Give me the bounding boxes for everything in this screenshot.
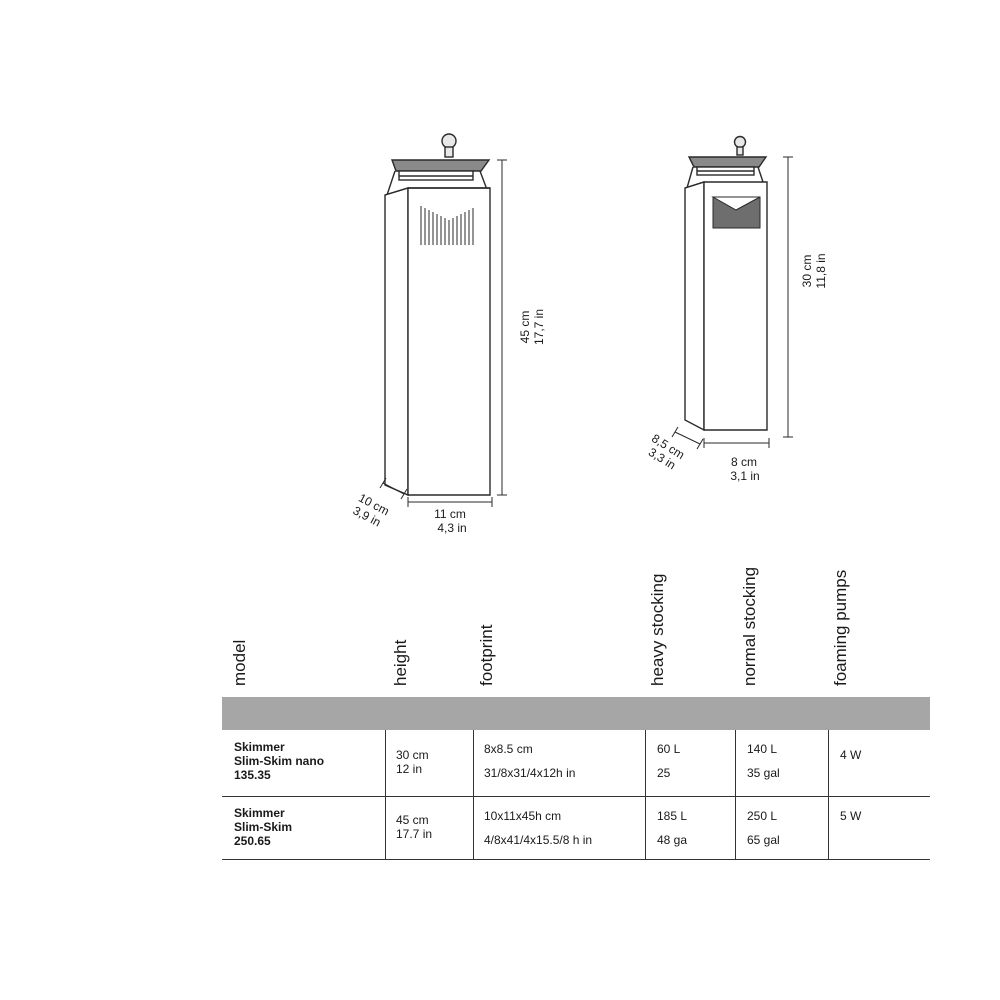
row2-footprint: 10x11x45h cm 4/8x41/4x15.5/8 h in <box>484 809 593 847</box>
table-header-band <box>222 697 930 730</box>
small-width-in-label: 3,1 in <box>730 469 759 483</box>
header-normal-stocking: normal stocking <box>740 566 759 686</box>
row1-height: 30 cm 12 in <box>396 748 429 776</box>
header-footprint: footprint <box>477 624 496 686</box>
large-width-in-label: 4,3 in <box>437 521 466 535</box>
row1-footprint: 8x8.5 cm 31/8x31/4x12h in <box>484 742 576 780</box>
column-divider <box>473 730 474 860</box>
column-divider <box>645 730 646 860</box>
small-height-in-label: 11,8 in <box>814 253 828 288</box>
row1-foaming-pumps: 4 W <box>840 748 862 762</box>
small-skimmer-illustration <box>684 135 768 432</box>
row2-height: 45 cm 17.7 in <box>396 813 433 841</box>
large-height-cm-label: 45 cm <box>518 311 532 344</box>
large-height-in-label: 17,7 in <box>532 309 546 345</box>
row2-normal-stocking: 250 L 65 gal <box>747 809 780 847</box>
row1-normal-stocking: 140 L 35 gal <box>747 742 780 780</box>
header-foaming-pumps: foaming pumps <box>831 569 850 686</box>
large-height-dimension-line <box>497 159 507 496</box>
row1-model: Skimmer Slim-Skim nano 135.35 <box>234 740 325 782</box>
small-width-cm-label: 8 cm <box>731 455 757 469</box>
product-dimension-drawing: 45 cm 17,7 in 11 cm 4,3 in 10 cm 3,9 in <box>351 133 828 535</box>
small-width-dimension-line <box>703 438 770 448</box>
large-width-dimension-line <box>407 497 493 507</box>
large-width-cm-label: 11 cm <box>434 507 466 521</box>
row2-foaming-pumps: 5 W <box>840 809 862 823</box>
large-depth-dimension-line <box>379 477 408 500</box>
row2-model: Skimmer Slim-Skim 250.65 <box>234 806 293 848</box>
large-skimmer-illustration <box>384 133 491 497</box>
row-divider <box>222 859 930 860</box>
small-depth-dimension-line <box>671 426 704 450</box>
column-divider <box>735 730 736 860</box>
row1-heavy-stocking: 60 L 25 <box>657 742 681 780</box>
header-height: height <box>391 639 410 686</box>
row-divider <box>222 796 930 797</box>
small-height-dimension-line <box>783 156 793 438</box>
header-model: model <box>230 639 249 686</box>
row2-heavy-stocking: 185 L 48 ga <box>657 809 688 847</box>
column-divider <box>385 730 386 860</box>
column-divider <box>828 730 829 860</box>
small-height-cm-label: 30 cm <box>800 255 814 288</box>
header-heavy-stocking: heavy stocking <box>648 573 667 686</box>
